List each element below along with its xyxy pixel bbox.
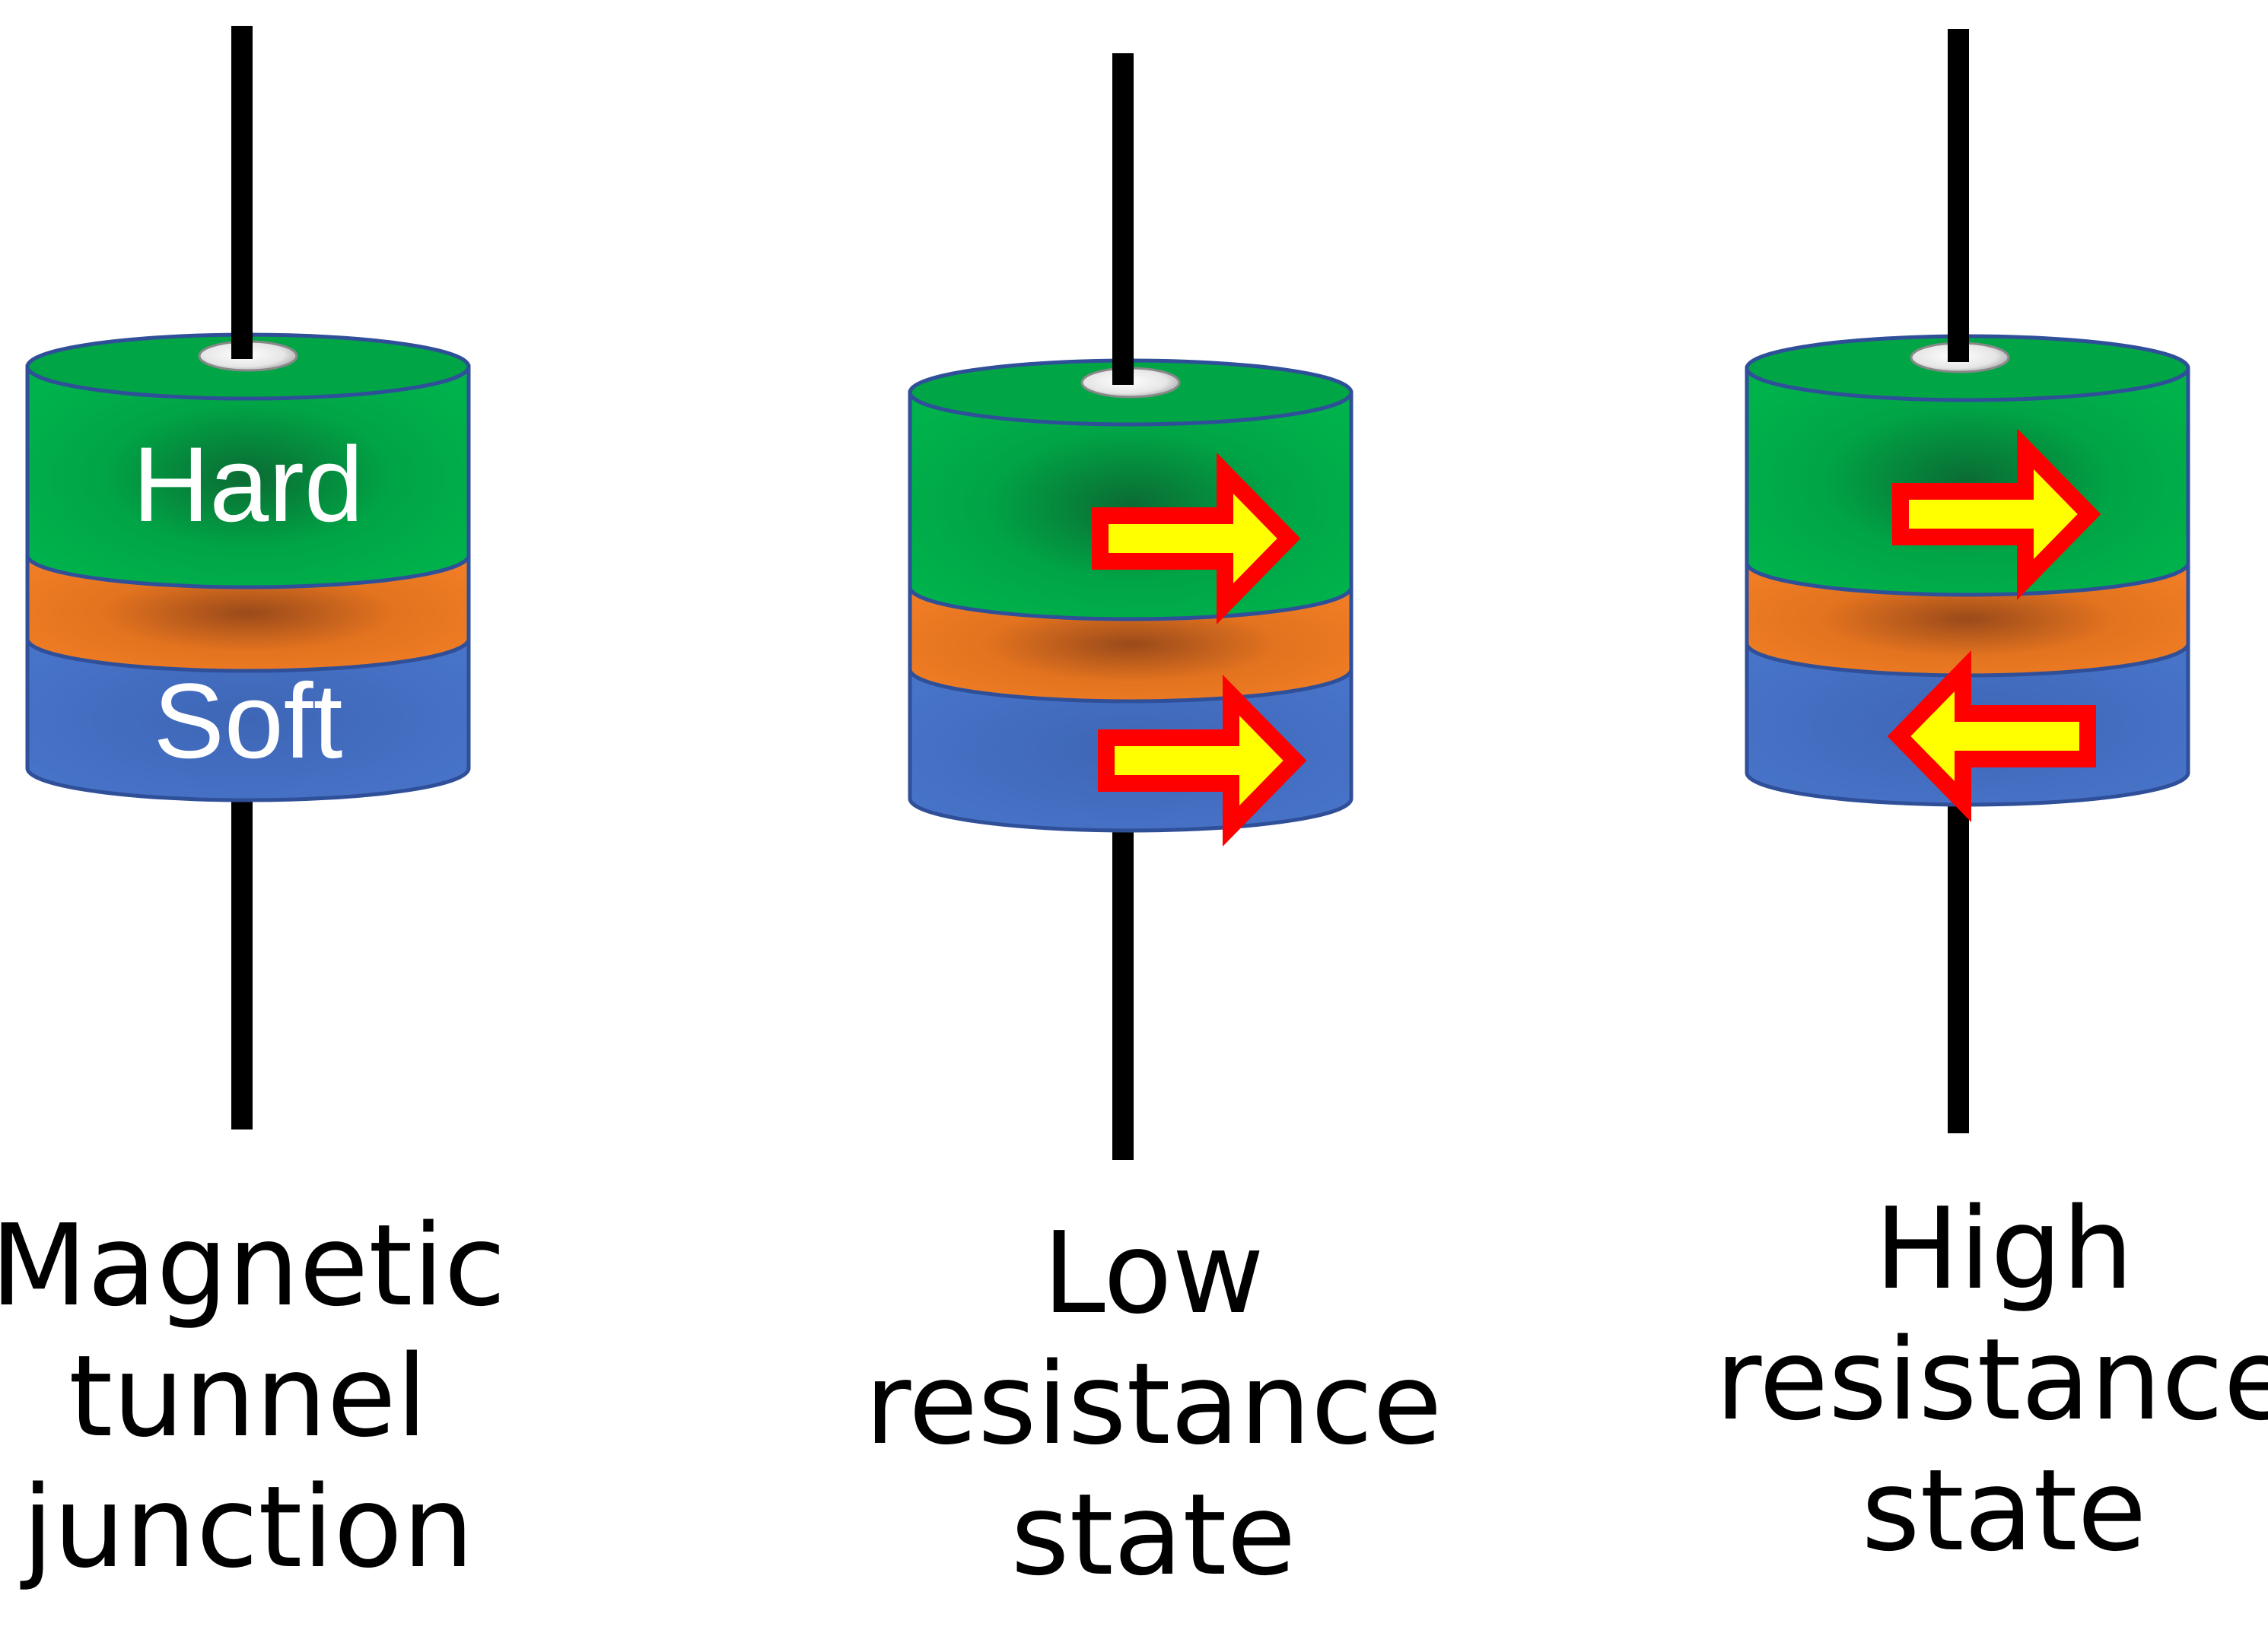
- device-mtj: Hard Soft: [25, 26, 471, 1129]
- device-high-resistance: [1745, 29, 2190, 1133]
- soft-magnetization-arrow-icon: [1098, 674, 1307, 847]
- caption-line: Magnetic: [0, 1200, 506, 1331]
- caption-magnetic-tunnel-junction: Magnetic tunnel junction: [0, 1200, 590, 1593]
- caption-line: Low: [1042, 1208, 1264, 1339]
- hard-magnetization-arrow-icon: [1892, 427, 2101, 601]
- hard-layer: [1745, 366, 2190, 597]
- hard-label: Hard: [132, 424, 363, 544]
- caption-low-resistance-state: Low resistance state: [811, 1208, 1496, 1600]
- bottom-lead: [1112, 818, 1134, 1160]
- soft-layer: [25, 637, 471, 802]
- caption-line: tunnel: [68, 1331, 428, 1462]
- caption-high-resistance-state: High resistance state: [1662, 1183, 2268, 1576]
- soft-magnetization-arrow-icon: [1887, 650, 2096, 823]
- caption-line: junction: [22, 1462, 474, 1593]
- hard-magnetization-arrow-icon: [1092, 452, 1301, 625]
- soft-label: Soft: [153, 661, 342, 780]
- bottom-lead: [1948, 799, 1969, 1133]
- hard-layer: [908, 390, 1353, 621]
- hard-layer: [25, 364, 471, 589]
- caption-line: state: [1861, 1445, 2147, 1576]
- device-low-resistance: [908, 53, 1353, 1160]
- caption-line: resistance: [864, 1339, 1443, 1469]
- caption-line: resistance: [1715, 1314, 2268, 1445]
- caption-line: High: [1874, 1183, 2134, 1314]
- bottom-lead: [231, 791, 253, 1129]
- caption-line: state: [1010, 1469, 1296, 1600]
